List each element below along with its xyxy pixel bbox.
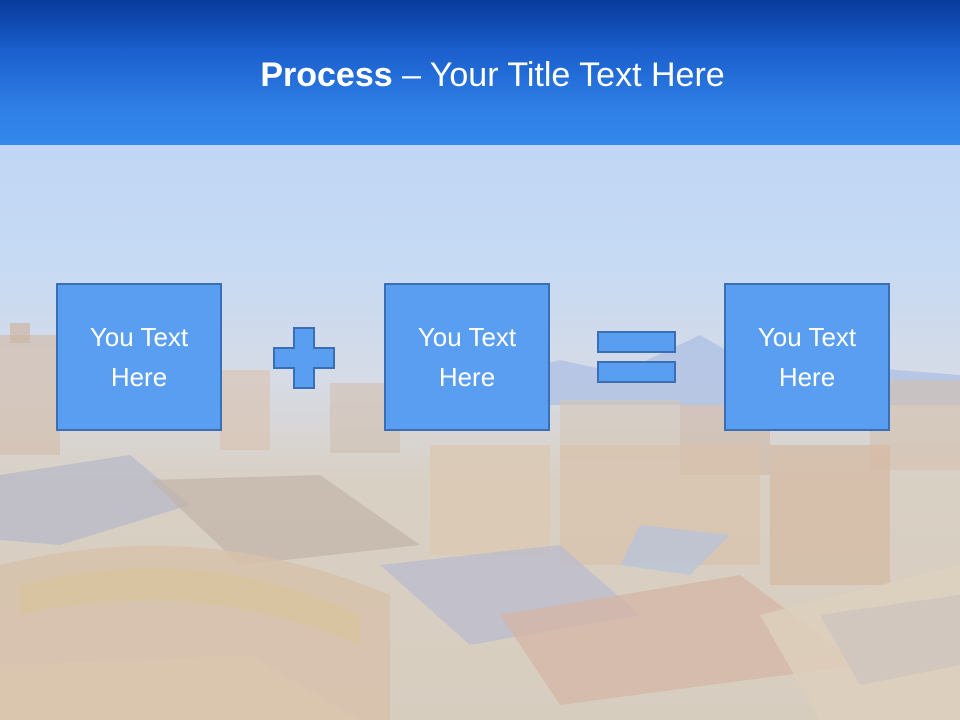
process-box-3-text: You Text Here [757,322,857,392]
header-bar: Process – Your Title Text Here [0,0,960,145]
process-box-3: You Text Here [724,283,890,431]
title-rest: Your Title Text Here [429,56,725,94]
title-dash: – [392,56,430,94]
plus-icon [273,327,335,389]
process-box-1-text: You Text Here [89,322,189,392]
title-bold: Process [260,56,393,94]
process-box-2-text: You Text Here [417,322,517,392]
background-city-image [0,323,960,720]
process-box-1: You Text Here [56,283,222,431]
process-box-2: You Text Here [384,283,550,431]
slide-title: Process – Your Title Text Here [0,52,960,98]
equals-icon [597,331,676,383]
